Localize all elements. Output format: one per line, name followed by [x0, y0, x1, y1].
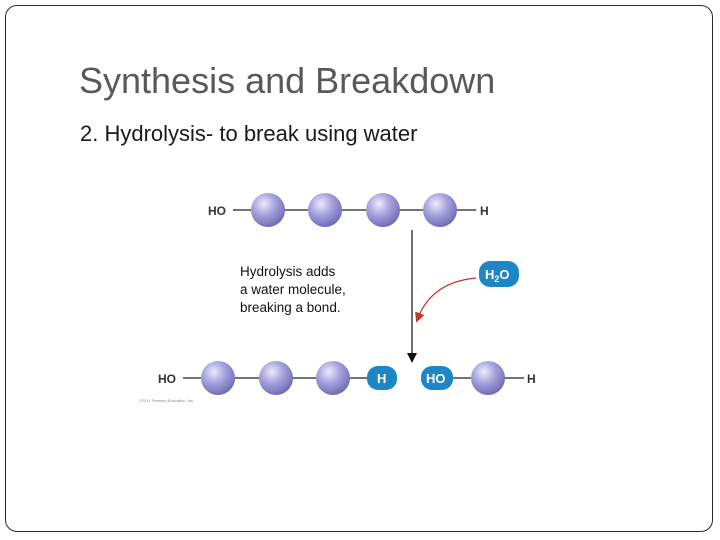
- caption: Hydrolysis adds a water molecule, breaki…: [240, 264, 346, 315]
- top-h-label: H: [480, 204, 489, 218]
- ho-tag-label: HO: [426, 371, 446, 386]
- bottom-monomer-4: [471, 361, 505, 395]
- bottom-monomer-3: [316, 361, 350, 395]
- caption-line-1: Hydrolysis adds: [240, 264, 336, 279]
- top-monomer-2: [308, 193, 342, 227]
- water-molecule-badge: H2O: [479, 261, 519, 287]
- caption-line-3: breaking a bond.: [240, 300, 341, 315]
- bottom-h-label: H: [527, 372, 536, 386]
- h-tag-label: H: [377, 371, 386, 386]
- bottom-left-chain: HO H: [158, 361, 397, 395]
- top-monomer-1: [251, 193, 285, 227]
- copyright-credit: ©2011 Pearson Education, Inc.: [139, 398, 194, 403]
- slide-title: Synthesis and Breakdown: [79, 60, 496, 101]
- bottom-monomer-2: [259, 361, 293, 395]
- water-badge-bg: [479, 261, 519, 287]
- top-ho-label: HO: [208, 204, 226, 218]
- h-tag-bg: [367, 366, 397, 390]
- ho-tag-bg: [421, 366, 453, 390]
- bottom-ho-label: HO: [158, 372, 176, 386]
- bullet-hydrolysis: 2. Hydrolysis- to break using water: [80, 121, 418, 146]
- water-badge-label: H2O: [485, 267, 510, 284]
- water-curved-arrow: [415, 277, 477, 323]
- slide-frame: [5, 5, 713, 532]
- top-polymer-chain: HO H: [208, 193, 489, 227]
- top-monomer-3: [366, 193, 400, 227]
- bottom-monomer-1: [201, 361, 235, 395]
- top-monomer-4: [423, 193, 457, 227]
- caption-line-2: a water molecule,: [240, 282, 346, 297]
- bottom-right-chain: HO H: [421, 361, 536, 395]
